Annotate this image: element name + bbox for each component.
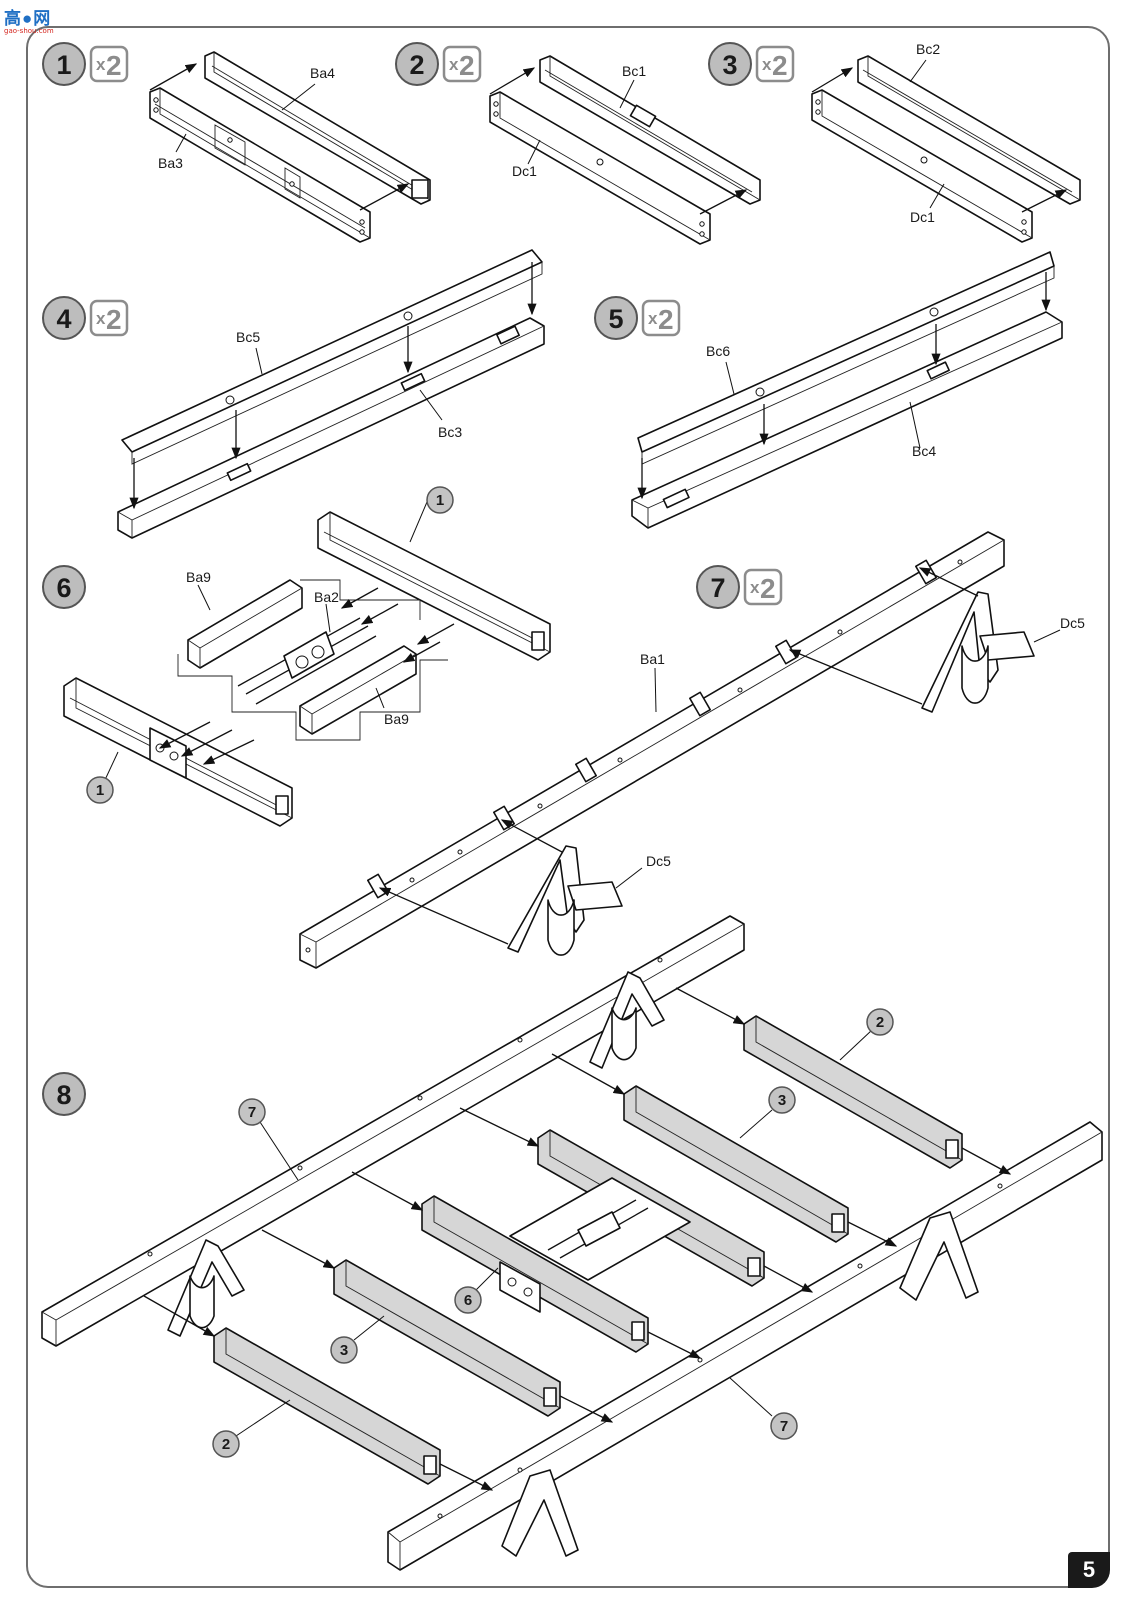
step-multiplier: 2 xyxy=(760,573,776,604)
label-ba9-bottom: Ba9 xyxy=(384,711,409,727)
label-ba3: Ba3 xyxy=(158,155,183,171)
ref-step1-bottom: 1 xyxy=(86,776,114,804)
step-multiplier: 2 xyxy=(106,50,122,81)
svg-text:1: 1 xyxy=(96,782,104,799)
svg-text:6: 6 xyxy=(464,1292,472,1309)
step-number: 2 xyxy=(409,50,424,80)
step-2-badge: 2 x 2 xyxy=(395,42,482,86)
logo-text: 高●网 xyxy=(4,9,52,28)
step-7-drawing xyxy=(299,531,1061,969)
step-8-badge: 8 xyxy=(42,1072,86,1116)
step-number: 4 xyxy=(56,304,71,334)
label-bc1: Bc1 xyxy=(622,63,646,79)
step-number: 6 xyxy=(56,573,71,603)
logo-url: gao-shou.com xyxy=(4,27,54,35)
label-dc5-bottom: Dc5 xyxy=(646,853,671,869)
page-frame xyxy=(26,26,1110,1588)
label-bc3: Bc3 xyxy=(438,424,462,440)
step-number: 5 xyxy=(608,304,623,334)
svg-text:2: 2 xyxy=(876,1014,884,1031)
step-multiplier: 2 xyxy=(658,304,674,335)
step-5-drawing xyxy=(631,251,1063,529)
page-number: 5 xyxy=(1068,1552,1110,1588)
step-multiplier: 2 xyxy=(106,304,122,335)
svg-text:3: 3 xyxy=(340,1342,348,1359)
multiplier-x: x xyxy=(96,309,106,328)
label-ba9-top: Ba9 xyxy=(186,569,211,585)
ref-step2-lower: 2 xyxy=(212,1430,240,1458)
ref-step7-left: 7 xyxy=(238,1098,266,1126)
svg-text:7: 7 xyxy=(248,1104,256,1121)
step-number: 7 xyxy=(710,573,725,603)
label-ba2: Ba2 xyxy=(314,589,339,605)
label-bc4: Bc4 xyxy=(912,443,936,459)
step-4-badge: 4 x 2 xyxy=(42,296,129,340)
ref-step1-top: 1 xyxy=(426,486,454,514)
step-3-badge: 3 x 2 xyxy=(708,42,795,86)
svg-text:2: 2 xyxy=(222,1436,230,1453)
step-1-drawing xyxy=(149,51,431,243)
label-dc1-step2: Dc1 xyxy=(512,163,537,179)
ref-step7-right: 7 xyxy=(770,1412,798,1440)
label-bc5: Bc5 xyxy=(236,329,260,345)
step-6-badge: 6 xyxy=(42,565,86,609)
multiplier-x: x xyxy=(750,578,760,597)
ref-step3-upper: 3 xyxy=(768,1086,796,1114)
multiplier-x: x xyxy=(96,55,106,74)
label-ba4: Ba4 xyxy=(310,65,335,81)
multiplier-x: x xyxy=(762,55,772,74)
step-number: 8 xyxy=(56,1080,71,1110)
step-number: 3 xyxy=(722,50,737,80)
svg-text:1: 1 xyxy=(436,492,444,509)
step-4-drawing xyxy=(117,249,545,539)
step-5-badge: 5 x 2 xyxy=(594,296,681,340)
step-2-drawing xyxy=(489,55,761,245)
ref-step3-lower: 3 xyxy=(330,1336,358,1364)
step-number: 1 xyxy=(56,50,71,80)
ref-step6: 6 xyxy=(454,1286,482,1314)
label-ba1: Ba1 xyxy=(640,651,665,667)
step-multiplier: 2 xyxy=(772,50,788,81)
ref-step2-upper: 2 xyxy=(866,1008,894,1036)
label-bc2: Bc2 xyxy=(916,41,940,57)
svg-text:7: 7 xyxy=(780,1418,788,1435)
label-dc1-step3: Dc1 xyxy=(910,209,935,225)
step-8-drawing xyxy=(41,915,1103,1571)
step-3-drawing xyxy=(811,55,1081,243)
step-7-badge: 7 x 2 xyxy=(696,565,783,609)
step-multiplier: 2 xyxy=(459,50,475,81)
multiplier-x: x xyxy=(648,309,658,328)
step-1-badge: 1 x 2 xyxy=(42,42,129,86)
label-dc5-top: Dc5 xyxy=(1060,615,1085,631)
multiplier-x: x xyxy=(449,55,459,74)
step-6-drawing xyxy=(63,501,551,827)
svg-text:3: 3 xyxy=(778,1092,786,1109)
label-bc6: Bc6 xyxy=(706,343,730,359)
site-logo: 高●网 gao-shou.com xyxy=(4,4,68,42)
